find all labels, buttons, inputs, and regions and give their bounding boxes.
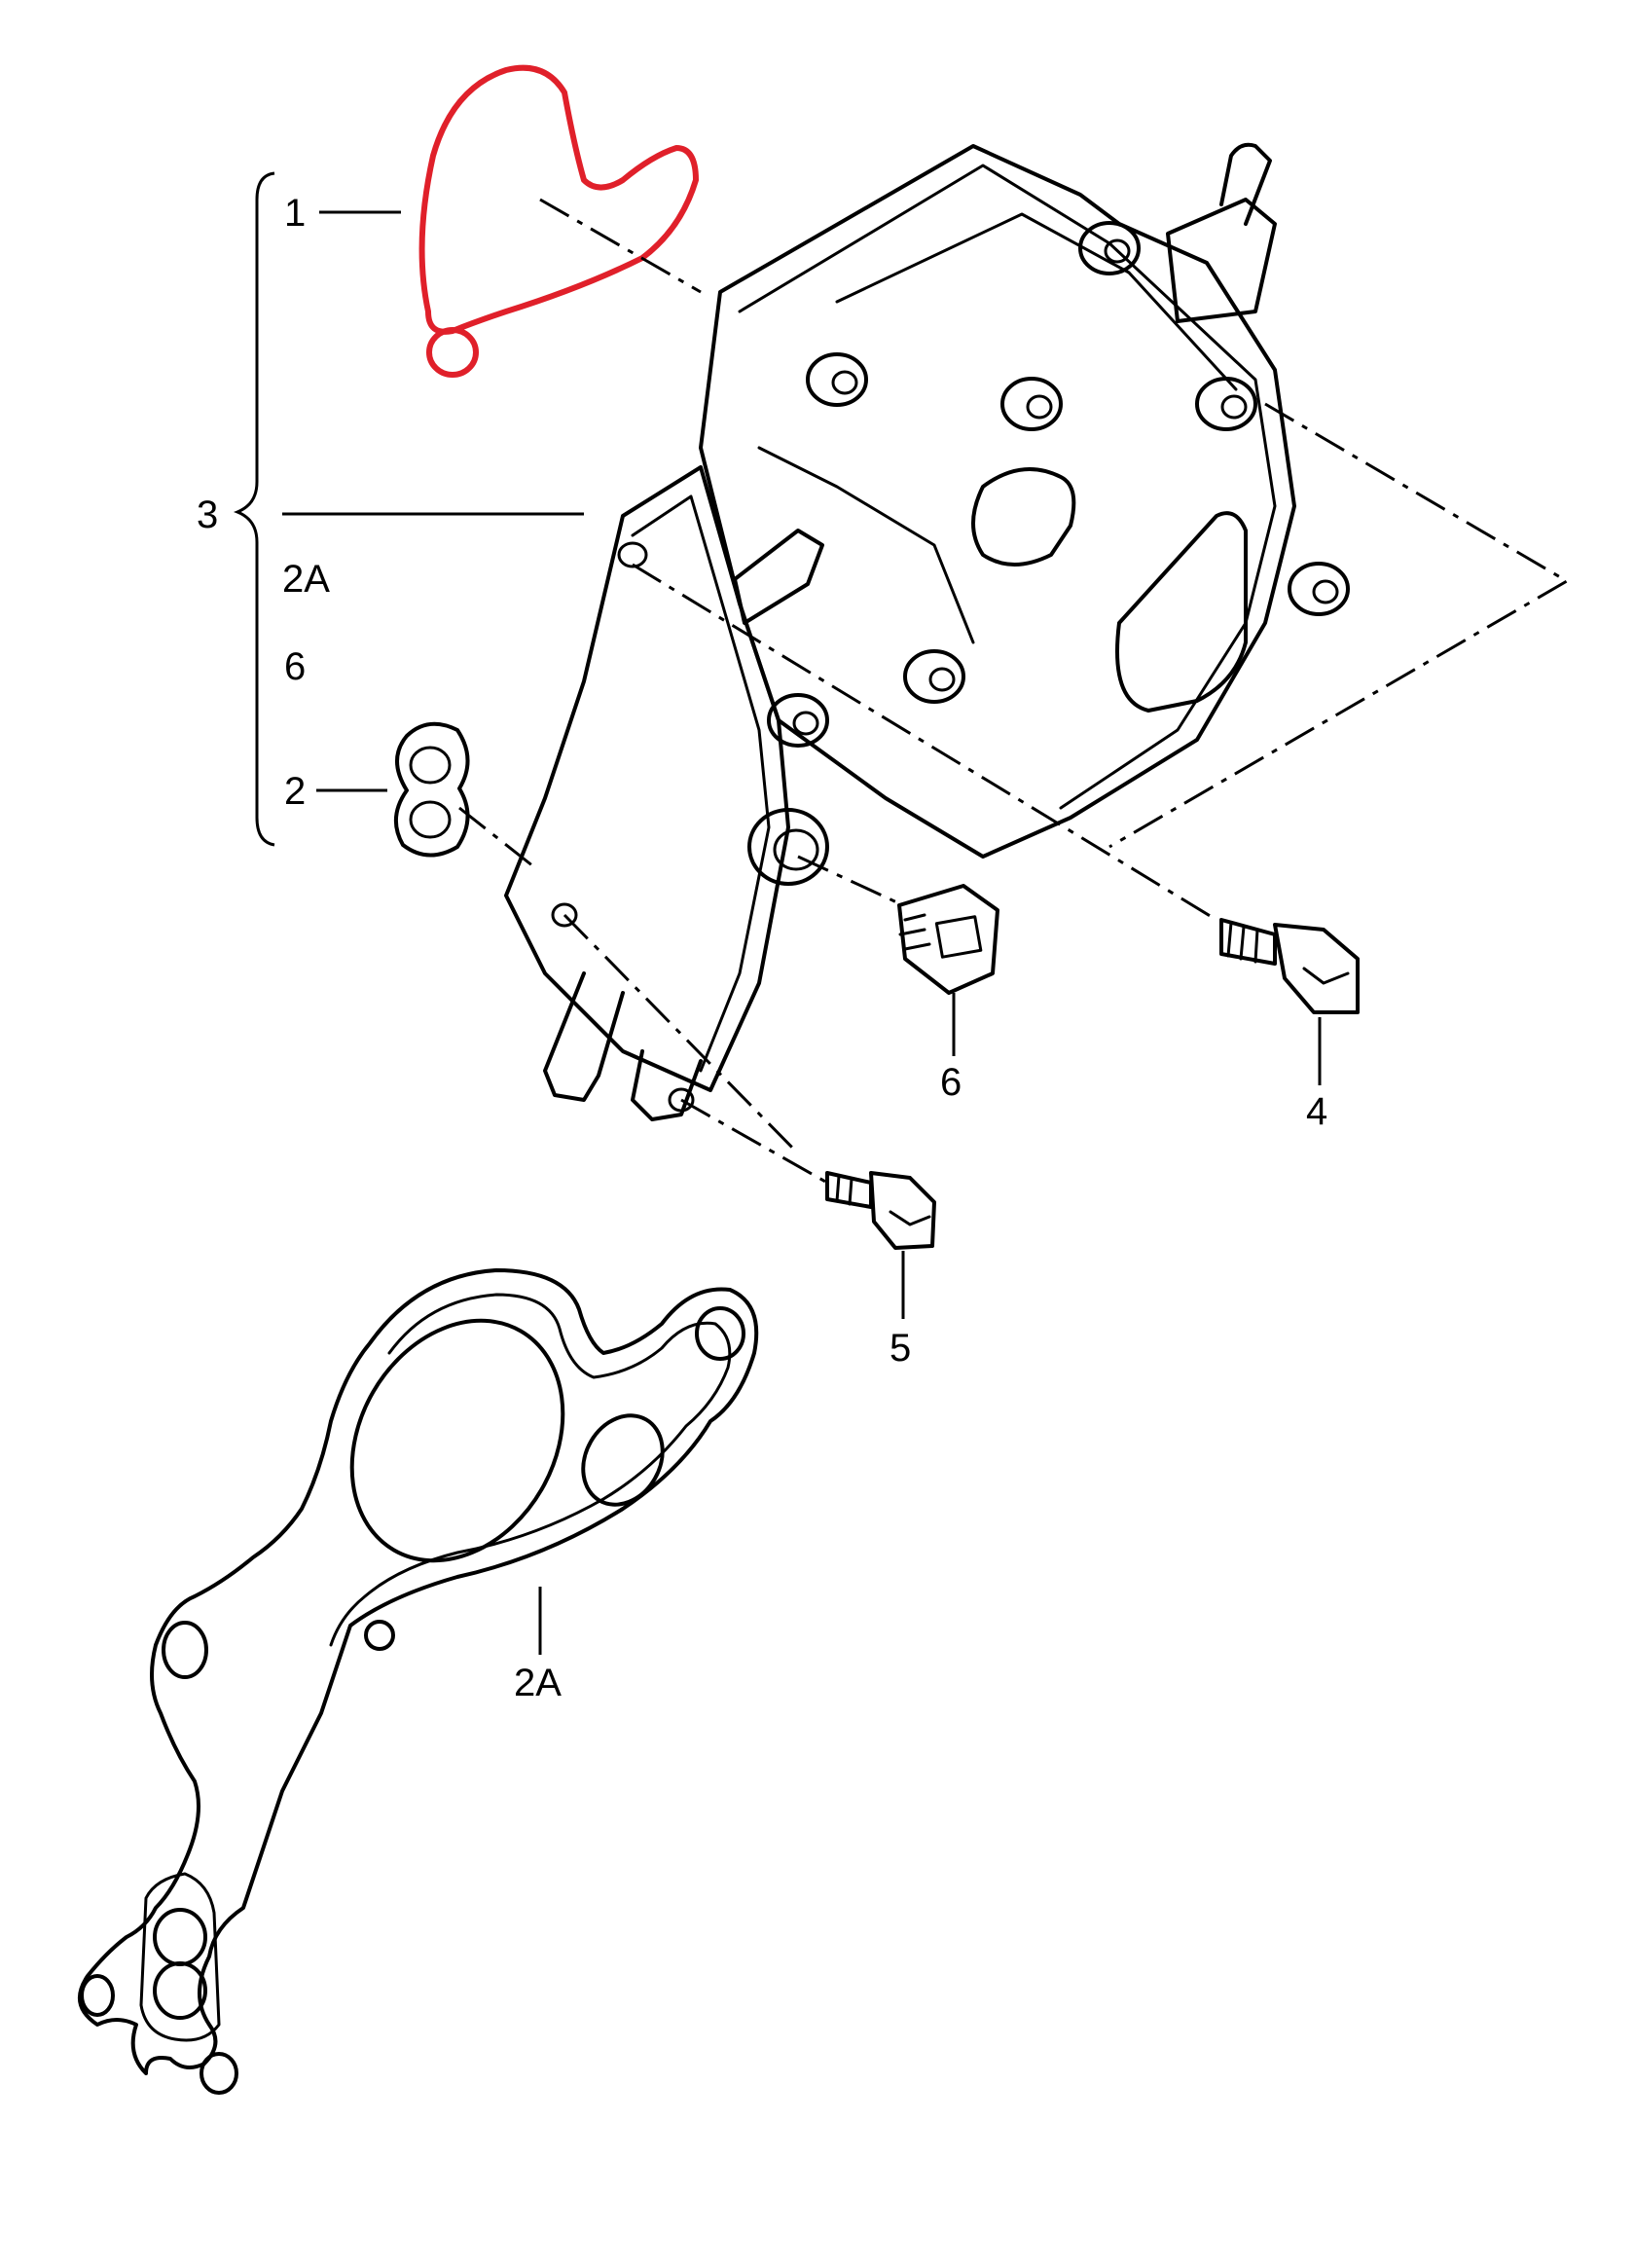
label-2A-group: 2A <box>282 558 330 601</box>
assembly-line-gasket2 <box>458 806 534 868</box>
assembly-line-bottom <box>563 913 828 1185</box>
label-6-group: 6 <box>284 645 306 688</box>
group-bracket <box>233 171 275 847</box>
label-2: 2 <box>284 770 306 813</box>
assembly-line-mid <box>632 563 1217 922</box>
bolt-item-4[interactable] <box>1219 918 1360 1014</box>
gasket-item-2A[interactable] <box>78 1268 759 2095</box>
bolt-item-5[interactable] <box>825 1171 936 1250</box>
assembly-line-plug <box>797 855 904 907</box>
plug-screw-item-6[interactable] <box>897 884 999 995</box>
label-3: 3 <box>197 494 218 536</box>
seal-item-1-eye <box>426 327 479 378</box>
seal-item-1-highlighted[interactable] <box>418 64 699 335</box>
gasket-item-2[interactable] <box>394 721 470 858</box>
label-2A: 2A <box>514 1662 562 1704</box>
label-1: 1 <box>284 192 306 235</box>
label-4: 4 <box>1306 1090 1327 1133</box>
label-6: 6 <box>940 1061 962 1104</box>
assembly-line-top <box>1108 402 1570 849</box>
assembly-line-seal <box>539 198 702 294</box>
label-5: 5 <box>890 1327 911 1370</box>
vacuum-pump[interactable] <box>504 142 1350 1121</box>
